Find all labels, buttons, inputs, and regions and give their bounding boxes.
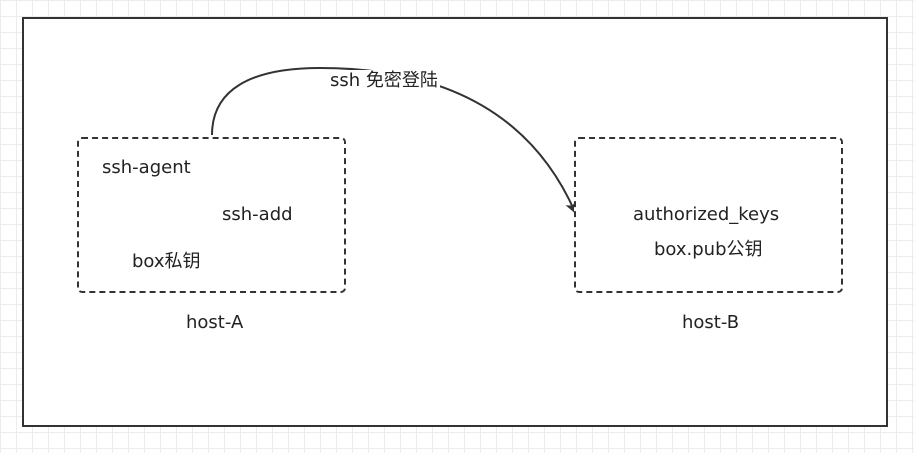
host-b-label: host-B — [682, 312, 740, 333]
public-key-label: box.pub公钥 — [654, 239, 763, 260]
authorized-keys-label: authorized_keys — [633, 204, 780, 225]
edge-label: ssh 免密登陆 — [328, 70, 440, 92]
host-b-box — [574, 137, 843, 293]
ssh-agent-label: ssh-agent — [102, 157, 191, 178]
ssh-add-label: ssh-add — [222, 204, 293, 225]
ssh-login-arrow — [211, 66, 577, 214]
private-key-label: box私钥 — [132, 251, 201, 272]
host-a-box — [77, 137, 346, 293]
host-a-label: host-A — [186, 312, 244, 333]
